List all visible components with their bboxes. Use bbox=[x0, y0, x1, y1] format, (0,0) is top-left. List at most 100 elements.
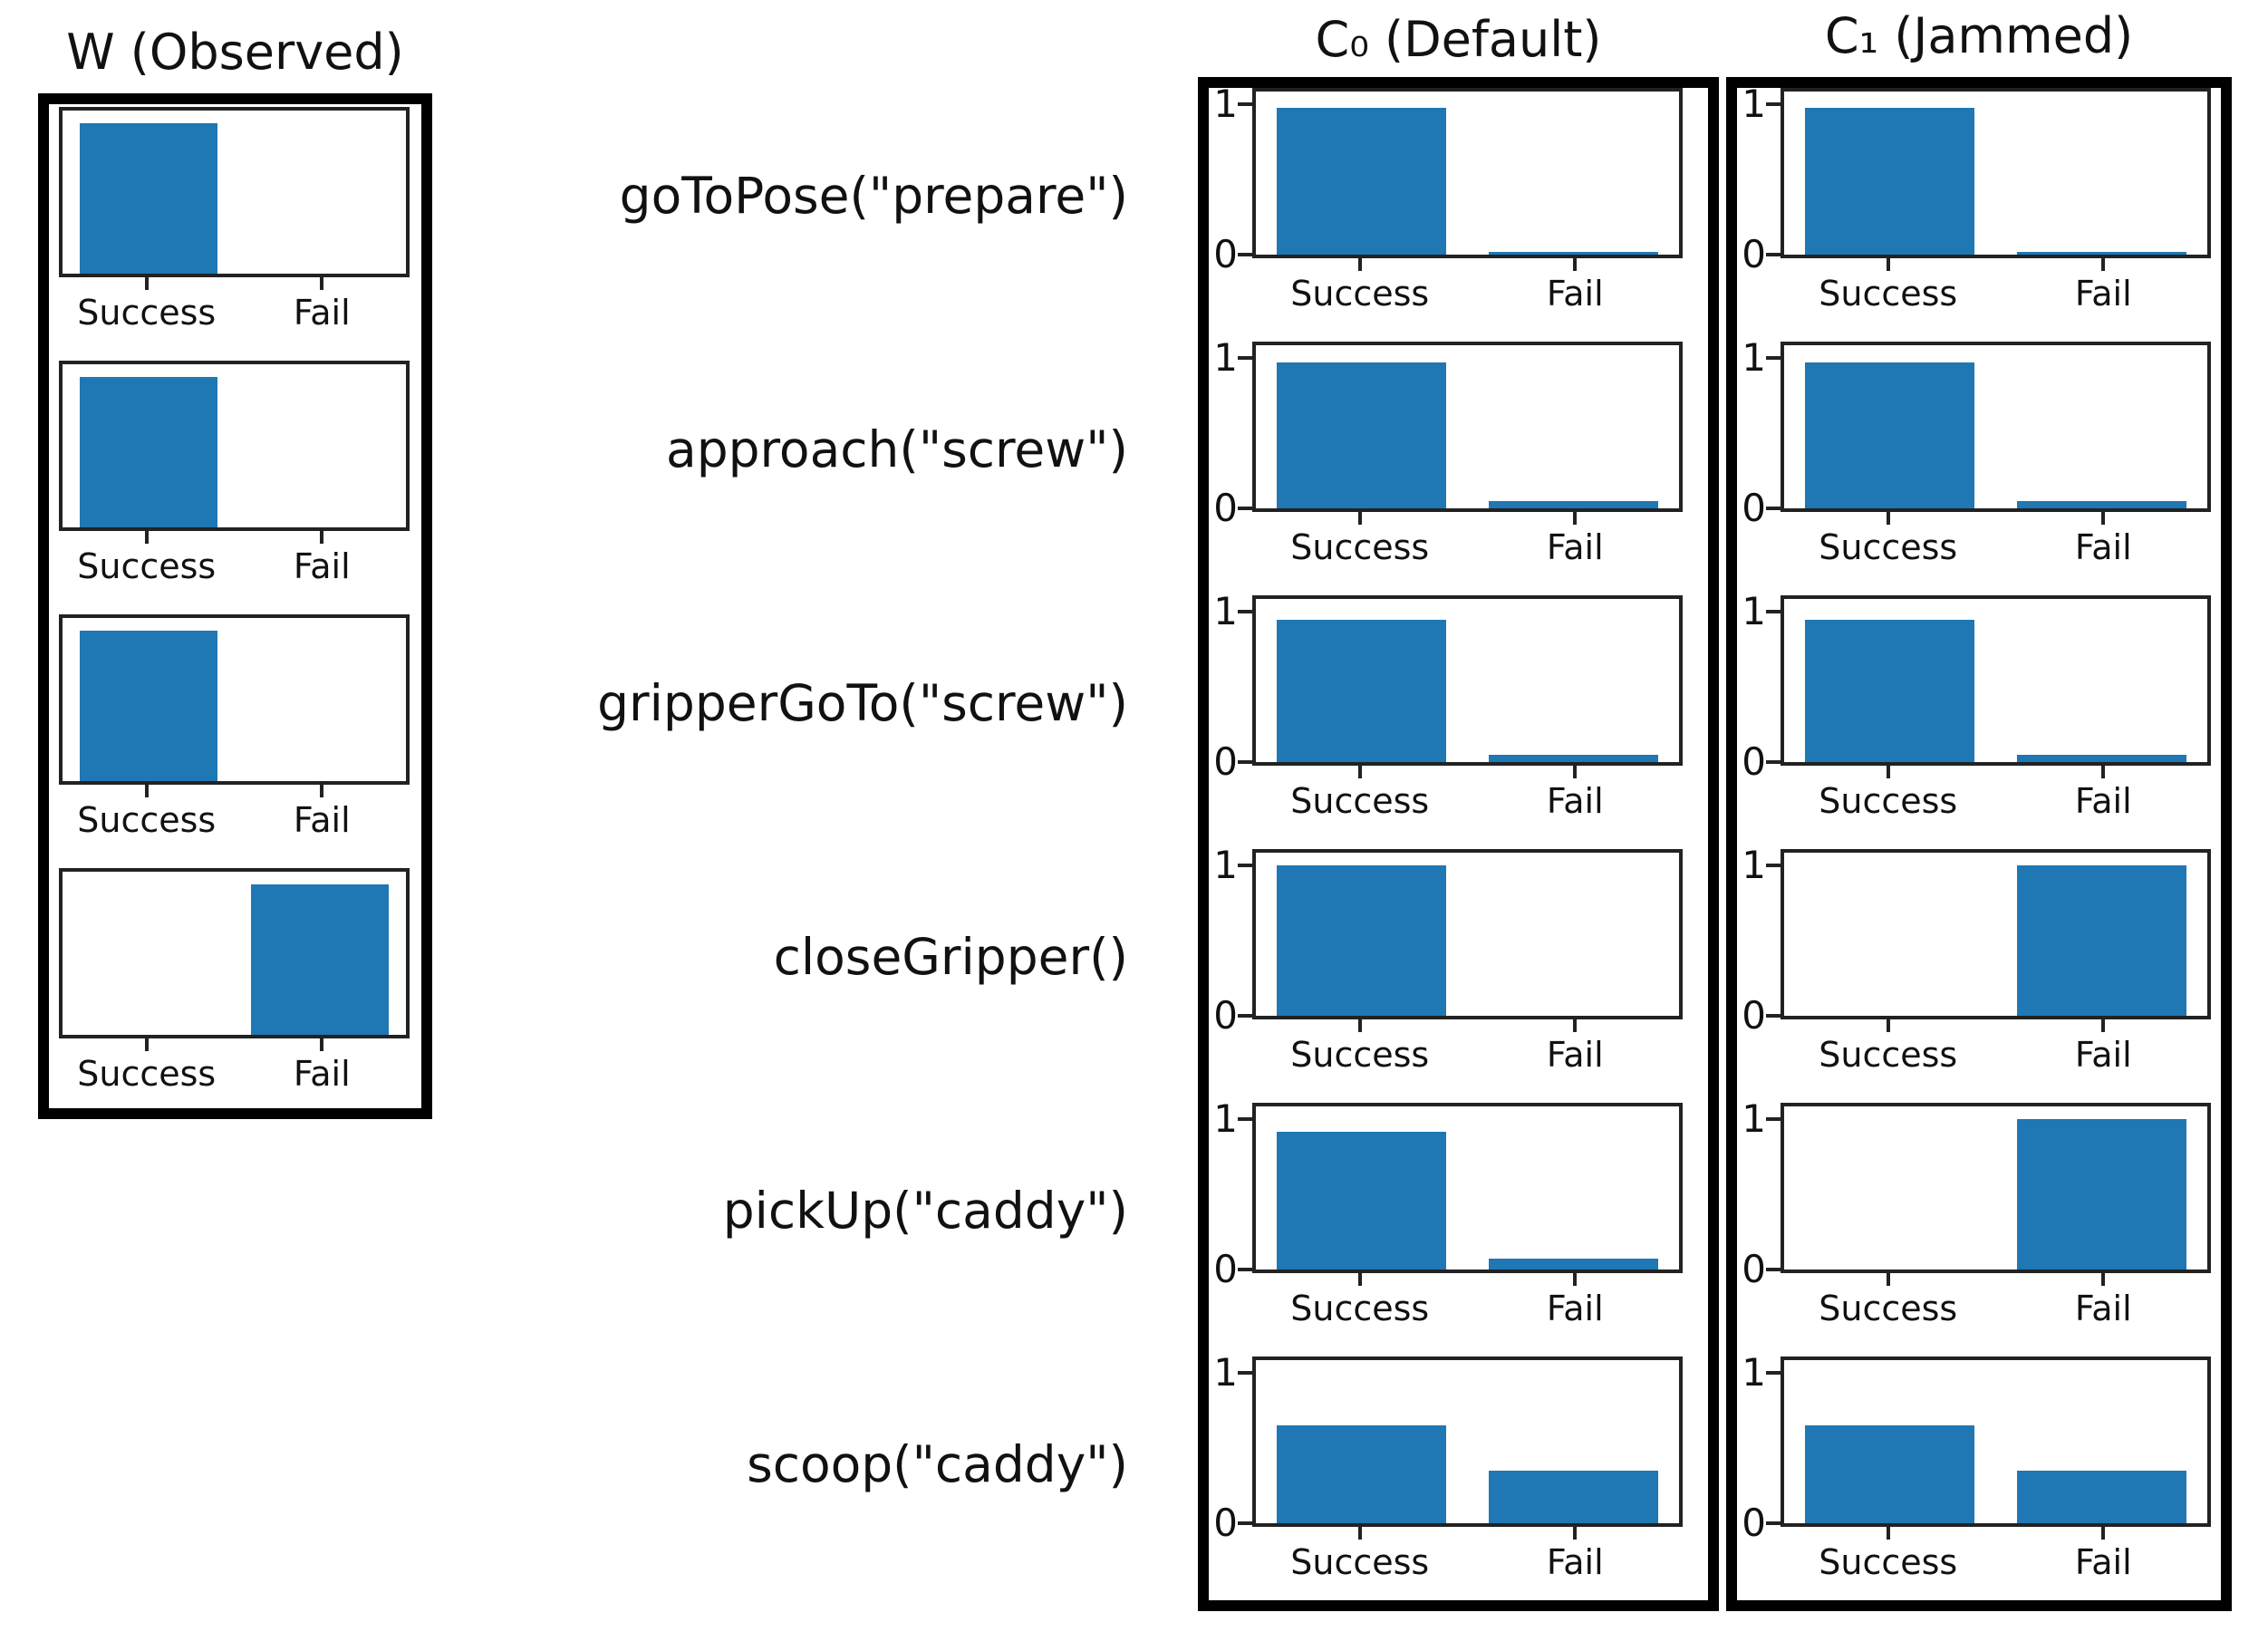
bar-success bbox=[1805, 619, 1975, 762]
axes bbox=[1781, 342, 2211, 512]
action-label-approach: approach("screw") bbox=[665, 420, 1128, 478]
y-tick-label: 0 bbox=[1742, 486, 1766, 530]
x-tick-label: Fail bbox=[1546, 1542, 1604, 1582]
y-tick-label: 0 bbox=[1742, 232, 1766, 276]
axes bbox=[59, 361, 410, 531]
bar-success bbox=[1805, 1425, 1975, 1523]
bar-success bbox=[1277, 865, 1447, 1016]
axes bbox=[1252, 1103, 1683, 1273]
axes bbox=[1781, 1103, 2211, 1273]
y-tick bbox=[1238, 102, 1252, 107]
x-tick bbox=[1357, 766, 1362, 778]
bar-fail bbox=[2016, 1119, 2186, 1270]
y-tick bbox=[1238, 507, 1252, 510]
bar-fail bbox=[1488, 754, 1658, 762]
x-tick bbox=[144, 785, 149, 797]
axes bbox=[59, 107, 410, 277]
bar-success bbox=[1277, 362, 1447, 508]
bar-success bbox=[1277, 1131, 1447, 1270]
x-tick-label: Success bbox=[1290, 1289, 1430, 1328]
bar-fail bbox=[2016, 1471, 2186, 1523]
x-tick-label: Fail bbox=[2074, 527, 2132, 567]
y-tick bbox=[1238, 1268, 1252, 1271]
y-tick-label: 1 bbox=[1213, 335, 1238, 381]
y-tick bbox=[1766, 610, 1781, 614]
x-tick bbox=[320, 277, 324, 290]
x-tick bbox=[1886, 1527, 1890, 1540]
c0-panel-title: C₀ (Default) bbox=[1315, 11, 1602, 68]
bar-fail bbox=[1488, 251, 1658, 255]
action-label-gotopose: goToPose("prepare") bbox=[619, 167, 1128, 225]
x-tick bbox=[2101, 1527, 2106, 1540]
x-tick-label: Success bbox=[1819, 1289, 1958, 1328]
x-tick bbox=[1573, 766, 1578, 778]
x-tick-label: Success bbox=[1819, 1542, 1958, 1582]
axes bbox=[59, 868, 410, 1038]
y-tick-label: 1 bbox=[1213, 1096, 1238, 1142]
x-tick-label: Success bbox=[1819, 274, 1958, 314]
bar-success bbox=[79, 123, 217, 274]
x-tick-label: Success bbox=[1290, 1542, 1430, 1582]
x-tick bbox=[1357, 258, 1362, 271]
y-tick bbox=[1766, 1268, 1781, 1271]
bar-fail bbox=[251, 884, 390, 1035]
x-tick-label: Success bbox=[77, 546, 217, 586]
y-tick bbox=[1238, 253, 1252, 256]
y-tick-label: 1 bbox=[1213, 589, 1238, 634]
y-tick-label: 0 bbox=[1742, 1247, 1766, 1291]
x-tick bbox=[2101, 1019, 2106, 1032]
w-panel-title: W (Observed) bbox=[66, 24, 404, 81]
x-tick-label: Success bbox=[77, 293, 217, 333]
bar-success bbox=[1277, 1425, 1447, 1523]
y-tick bbox=[1238, 760, 1252, 764]
bar-fail bbox=[2016, 251, 2186, 255]
x-tick bbox=[1357, 512, 1362, 525]
y-tick bbox=[1238, 610, 1252, 614]
x-tick bbox=[144, 277, 149, 290]
x-tick bbox=[1357, 1527, 1362, 1540]
x-tick-label: Fail bbox=[1546, 527, 1604, 567]
x-tick bbox=[144, 1038, 149, 1051]
x-tick bbox=[2101, 1273, 2106, 1286]
x-tick bbox=[1573, 512, 1578, 525]
y-tick-label: 0 bbox=[1213, 232, 1238, 276]
x-tick-label: Fail bbox=[1546, 274, 1604, 314]
y-tick bbox=[1238, 864, 1252, 868]
bar-fail bbox=[1488, 1471, 1658, 1523]
axes bbox=[1252, 342, 1683, 512]
action-label-column: goToPose("prepare") approach("screw") gr… bbox=[489, 0, 1128, 1651]
y-tick bbox=[1766, 1117, 1781, 1122]
x-tick-label: Fail bbox=[1546, 1035, 1604, 1075]
y-tick bbox=[1766, 1521, 1781, 1525]
axes bbox=[1252, 595, 1683, 766]
x-tick-label: Success bbox=[1819, 527, 1958, 567]
bar-success bbox=[79, 631, 217, 781]
bar-success bbox=[79, 377, 217, 527]
chart-row-c0-0: Success Fail 0 1 bbox=[1209, 82, 1708, 313]
x-tick bbox=[1886, 258, 1890, 271]
y-tick-label: 1 bbox=[1213, 1350, 1238, 1395]
x-tick bbox=[1357, 1019, 1362, 1032]
axes bbox=[59, 614, 410, 785]
x-tick-label: Success bbox=[1290, 274, 1430, 314]
x-tick-label: Fail bbox=[2074, 781, 2132, 821]
y-tick-label: 1 bbox=[1213, 82, 1238, 127]
x-tick bbox=[320, 531, 324, 544]
y-tick bbox=[1766, 1371, 1781, 1376]
x-tick bbox=[1573, 258, 1578, 271]
axes bbox=[1252, 849, 1683, 1019]
axes bbox=[1781, 1357, 2211, 1527]
action-label-closegripper: closeGripper() bbox=[773, 928, 1128, 986]
